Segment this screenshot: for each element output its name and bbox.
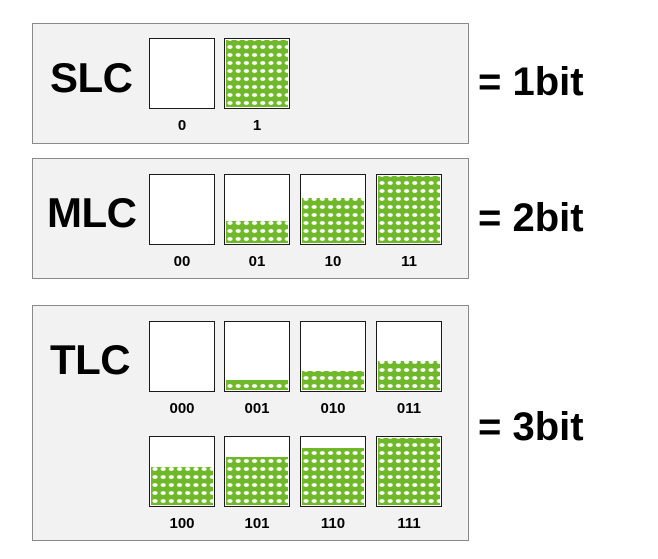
charge-fill	[378, 438, 440, 505]
slc-cell-1	[224, 38, 290, 109]
slc-bits-label: = 1bit	[478, 60, 584, 104]
charge-fill	[302, 448, 364, 505]
mlc-cell-00	[149, 174, 215, 245]
tlc-state-label: 110	[320, 515, 346, 532]
tlc-cell-011	[376, 321, 442, 392]
tlc-bits-label: = 3bit	[478, 405, 584, 449]
mlc-cell-11	[376, 174, 442, 245]
tlc-cell-101	[224, 436, 290, 507]
mlc-state-label: 11	[401, 253, 417, 270]
tlc-cell-111	[376, 436, 442, 507]
tlc-state-label: 010	[320, 400, 346, 417]
slc-state-label: 1	[252, 117, 262, 134]
charge-fill	[226, 221, 288, 243]
mlc-state-label: 00	[173, 253, 191, 270]
tlc-state-label: 100	[169, 515, 195, 532]
charge-fill	[226, 457, 288, 505]
charge-fill	[151, 467, 213, 505]
charge-fill	[378, 361, 440, 390]
tlc-state-label: 011	[396, 400, 422, 417]
tlc-state-label: 000	[169, 400, 195, 417]
tlc-cell-010	[300, 321, 366, 392]
mlc-cell-01	[224, 174, 290, 245]
tlc-label: TLC	[50, 336, 131, 383]
slc-label: SLC	[50, 54, 133, 101]
tlc-state-label: 001	[244, 400, 270, 417]
tlc-cell-100	[149, 436, 215, 507]
charge-fill	[302, 371, 364, 390]
mlc-bits-label: = 2bit	[478, 196, 584, 240]
tlc-state-label: 101	[244, 515, 270, 532]
slc-cell-0	[149, 38, 215, 109]
mlc-state-label: 01	[248, 253, 266, 270]
mlc-cell-10	[300, 174, 366, 245]
tlc-cell-110	[300, 436, 366, 507]
charge-fill	[378, 176, 440, 243]
charge-fill	[226, 40, 288, 107]
mlc-label: MLC	[47, 189, 137, 236]
tlc-state-label: 111	[397, 515, 421, 532]
tlc-cell-001	[224, 321, 290, 392]
charge-fill	[226, 380, 288, 390]
charge-fill	[302, 198, 364, 243]
mlc-state-label: 10	[324, 253, 342, 270]
tlc-cell-000	[149, 321, 215, 392]
slc-state-label: 0	[177, 117, 187, 134]
